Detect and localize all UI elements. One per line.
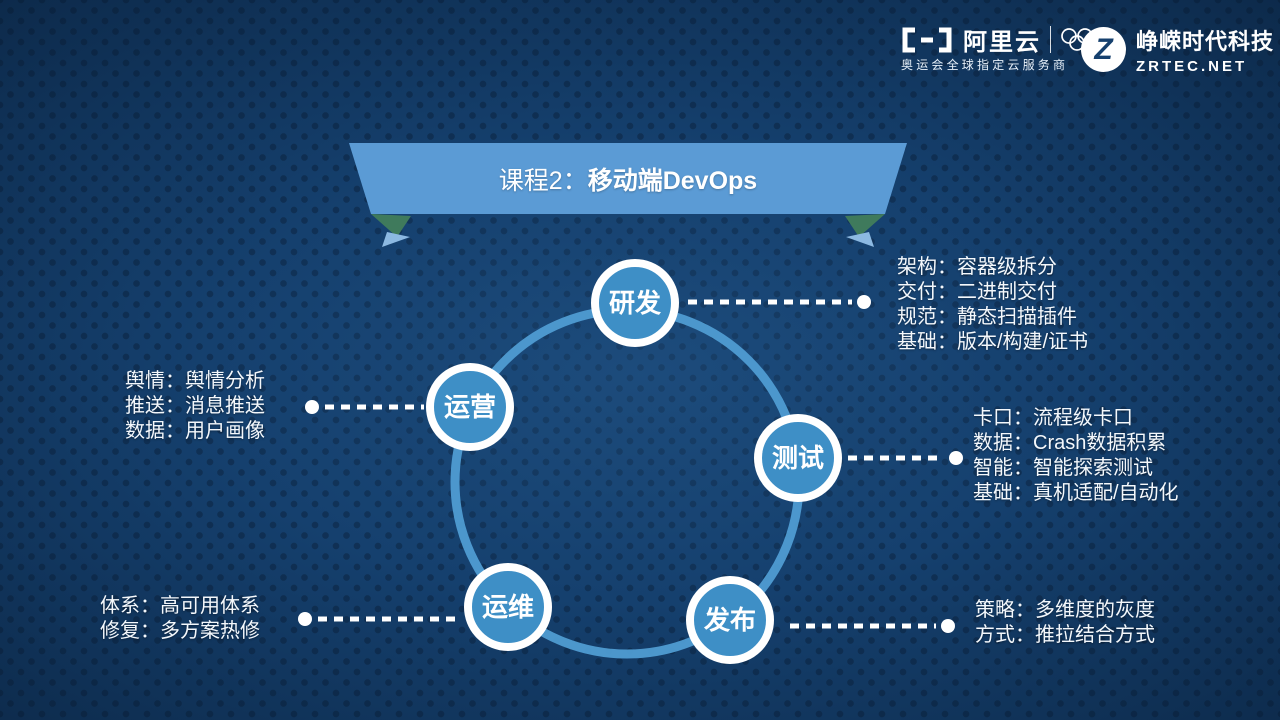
ribbon-body [349, 143, 907, 214]
node-ops [464, 563, 552, 651]
node-label-operation: 运营 [444, 392, 496, 422]
callout-line: 舆情：舆情分析 [125, 370, 265, 392]
connector-dot-operation [305, 400, 319, 414]
callout-line: 策略：多维度的灰度 [975, 599, 1155, 621]
connector-dot-ops [298, 612, 312, 626]
connector-dot-test [949, 451, 963, 465]
slide-title-prefix: 课程2： [498, 166, 588, 195]
ribbon-tail-left [382, 232, 410, 247]
node-test [754, 414, 842, 502]
callout-line: 架构：容器级拆分 [897, 256, 1057, 278]
node-operation [426, 363, 514, 451]
node-dev [591, 259, 679, 347]
callout-line: 数据：Crash数据积累 [973, 432, 1167, 454]
callout-line: 智能：智能探索测试 [973, 457, 1153, 479]
callout-line: 修复：多方案热修 [100, 620, 260, 642]
callout-line: 基础：版本/构建/证书 [897, 331, 1089, 353]
callout-dev: 架构：容器级拆分 交付：二进制交付 规范：静态扫描插件 基础：版本/构建/证书 [897, 255, 1088, 355]
connector-dot-dev [857, 295, 871, 309]
callout-release: 策略：多维度的灰度 方式：推拉结合方式 [975, 598, 1155, 648]
ribbon-tail-right [846, 232, 874, 247]
aliyun-subtitle: 奥运会全球指定云服务商 [901, 58, 1069, 72]
callout-line: 交付：二进制交付 [897, 281, 1057, 303]
connector-dot-release [941, 619, 955, 633]
node-label-test: 测试 [772, 443, 824, 473]
callout-line: 推送：消息推送 [125, 395, 265, 417]
zrtec-company-name: 峥嵘时代科技 [1136, 29, 1275, 54]
slide-title: 课程2：移动端DevOps [349, 143, 907, 214]
callout-line: 方式：推拉结合方式 [975, 624, 1155, 646]
node-release [686, 576, 774, 664]
zrtec-url: ZRTEC.NET [1136, 58, 1248, 75]
callout-line: 体系：高可用体系 [100, 595, 260, 617]
callout-operation: 舆情：舆情分析 推送：消息推送 数据：用户画像 [125, 369, 265, 444]
zrtec-logo: Z 峥嵘时代科技 ZRTEC.NET [1081, 24, 1274, 75]
zrtec-z-icon: Z [1081, 27, 1126, 72]
node-label-dev: 研发 [609, 288, 661, 318]
logo-divider [1050, 26, 1051, 53]
callout-test: 卡口：流程级卡口 数据：Crash数据积累 智能：智能探索测试 基础：真机适配/… [973, 406, 1179, 506]
callout-ops: 体系：高可用体系 修复：多方案热修 [100, 594, 260, 644]
node-label-release: 发布 [703, 605, 756, 635]
callout-line: 数据：用户画像 [125, 420, 265, 442]
aliyun-bracket-icon [902, 27, 952, 52]
ribbon-fold-left [371, 214, 411, 237]
slide-title-main: 移动端DevOps [587, 166, 758, 195]
callout-line: 规范：静态扫描插件 [897, 306, 1077, 328]
aliyun-brand-text: 阿里云 [963, 29, 1041, 56]
callout-line: 基础：真机适配/自动化 [973, 482, 1179, 504]
ribbon-fold-right [845, 214, 885, 237]
callout-line: 卡口：流程级卡口 [973, 407, 1133, 429]
node-label-ops: 运维 [482, 592, 534, 622]
